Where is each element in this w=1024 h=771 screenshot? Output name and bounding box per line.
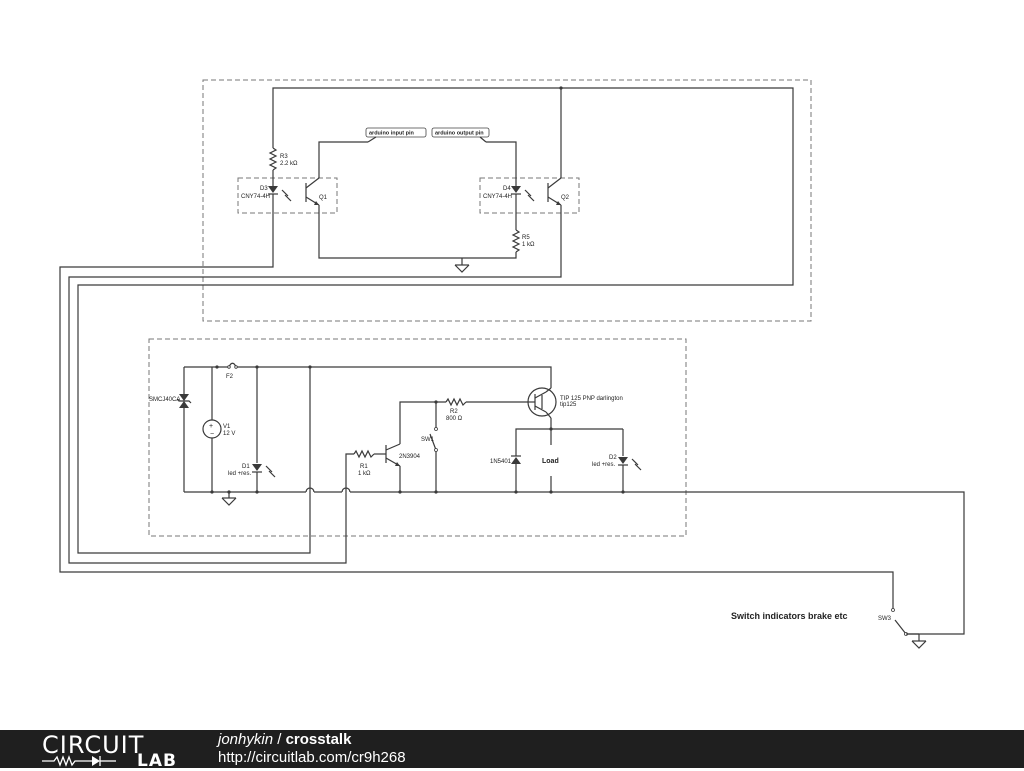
- resistor-r5: R5 1 kΩ: [511, 229, 535, 253]
- d4-ref: D4: [503, 186, 511, 192]
- resistor-r2: R2 800 Ω: [445, 397, 467, 422]
- resistor-r3: R3 2.2 kΩ: [268, 147, 298, 171]
- wire-crossovers: [305, 487, 351, 493]
- arduino-output-pin-tag: arduino output pin: [431, 127, 490, 143]
- load: Load: [542, 458, 559, 465]
- author-link[interactable]: jonhykin: [218, 731, 274, 748]
- sw1-ref: SW1: [421, 437, 435, 443]
- arduino-input-pin-label: arduino input pin: [369, 131, 415, 137]
- logo-waveform-icon: [42, 755, 116, 767]
- load-label: Load: [542, 458, 559, 465]
- r1-value: 1 kΩ: [358, 471, 371, 477]
- led-d2: D2 led +res.: [592, 455, 642, 471]
- r1-ref: R1: [360, 464, 368, 470]
- tip125-line1: TIP 125 PNP darlington: [560, 396, 623, 402]
- led-d3: D3 CNY74-4H: [241, 186, 292, 202]
- upper-wires: [59, 87, 894, 610]
- r5-value: 1 kΩ: [522, 242, 535, 248]
- d1-note: led +res.: [228, 471, 252, 477]
- sw3-ref: SW3: [878, 616, 892, 622]
- transistor-2n3904: 2N3904: [385, 443, 421, 467]
- arduino-output-pin-label: arduino output pin: [435, 131, 484, 137]
- f2-ref: F2: [226, 374, 234, 380]
- 2n3904-part: 2N3904: [399, 454, 421, 460]
- junction-dots: [210, 86, 625, 494]
- d4-part: CNY74-4H: [483, 194, 512, 200]
- r3-ref: R3: [280, 154, 288, 160]
- circuit-schematic: R3 2.2 kΩ D3 CNY74-4H Q1 arduino input p…: [59, 79, 965, 649]
- d4-q2-package-outline: [479, 177, 580, 214]
- phototransistor-q1: Q1: [305, 177, 328, 206]
- 1n5401-part: 1N5401: [490, 459, 512, 465]
- logo-text-circuit: CIRCUIT: [42, 731, 145, 759]
- arduino-input-pin-tag: arduino input pin: [365, 127, 427, 143]
- resistor-r1: R1 1 kΩ: [353, 449, 375, 477]
- r5-ref: R5: [522, 235, 530, 241]
- tvs-diode-smcj40ca: SMCJ40CA: [149, 394, 192, 408]
- v1-minus-sign: −: [210, 431, 214, 438]
- r2-ref: R2: [450, 409, 458, 415]
- led-d1: D1 led +res.: [228, 464, 276, 478]
- v1-ref: V1: [223, 424, 231, 430]
- tip125-line2: tip125: [560, 402, 577, 408]
- diode-1n5401: 1N5401: [490, 455, 521, 465]
- switch-sw1: SW1: [421, 427, 438, 452]
- circuit-title[interactable]: crosstalk: [285, 731, 352, 748]
- phototransistor-q2: Q2: [547, 177, 570, 206]
- d3-part: CNY74-4H: [241, 194, 270, 200]
- d2-note: led +res.: [592, 462, 616, 468]
- byline-separator: /: [277, 731, 282, 748]
- v1-plus-sign: +: [209, 423, 213, 430]
- ground-symbol-lower: [221, 497, 237, 506]
- q1-ref: Q1: [319, 195, 328, 201]
- ground-symbol-sw3: [911, 640, 927, 649]
- d3-q1-package-outline: [237, 177, 338, 214]
- circuit-url-link[interactable]: http://circuitlab.com/cr9h268: [218, 749, 406, 766]
- footer-bar: CIRCUIT LAB jonhykin / crosstalk http://…: [0, 730, 1024, 771]
- logo-text-lab: LAB: [137, 751, 177, 771]
- d2-ref: D2: [609, 455, 617, 461]
- driver-board-outline: [148, 338, 687, 537]
- r2-value: 800 Ω: [446, 416, 463, 422]
- ground-symbol-upper: [454, 264, 470, 273]
- switch-sw3: SW3: [878, 608, 920, 641]
- led-d4: D4 CNY74-4H: [483, 186, 535, 202]
- optocoupler-board-outline: [202, 79, 812, 322]
- v1-value: 12 V: [223, 431, 235, 437]
- switch-note: Switch indicators brake etc: [731, 611, 848, 621]
- d1-ref: D1: [242, 464, 250, 470]
- circuit-byline: jonhykin / crosstalk: [218, 731, 351, 749]
- circuitlab-logo[interactable]: CIRCUIT LAB: [42, 731, 177, 771]
- q2-ref: Q2: [561, 195, 570, 201]
- fuse-f2: F2: [226, 362, 238, 380]
- tvs-part: SMCJ40CA: [149, 397, 180, 403]
- r3-value: 2.2 kΩ: [280, 161, 298, 167]
- voltage-source-v1: + − V1 12 V: [202, 419, 235, 439]
- lower-wires: [183, 366, 965, 635]
- transistor-tip125: TIP 125 PNP darlington tip125: [527, 387, 623, 419]
- d3-ref: D3: [260, 186, 268, 192]
